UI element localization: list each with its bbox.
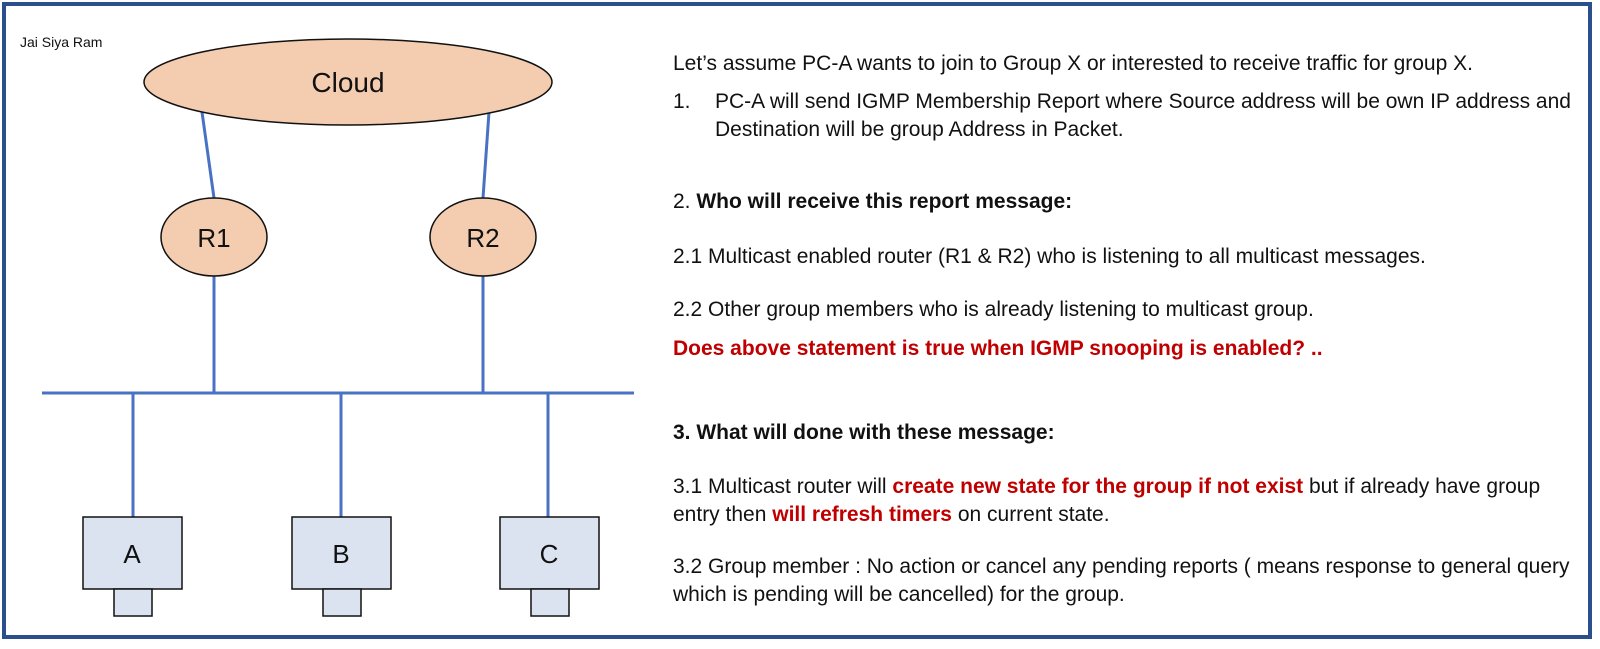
network-links bbox=[42, 111, 634, 517]
item-3-heading: 3. What will done with these message: bbox=[673, 421, 1055, 444]
item-3-1-highlight-refresh: will refresh timers bbox=[772, 503, 952, 526]
item-3-2: 3.2 Group member : No action or cancel a… bbox=[673, 555, 1570, 606]
host-b-label: B bbox=[332, 539, 349, 569]
author-label: Jai Siya Ram bbox=[20, 34, 103, 50]
item-1: 1. PC-A will send IGMP Membership Report… bbox=[673, 88, 1573, 144]
item-3-1-part3: but if already have group entry then bbox=[673, 475, 1541, 526]
item-2-heading: 2. Who will receive this report message: bbox=[673, 188, 1573, 216]
router-r1-label: R1 bbox=[197, 223, 230, 253]
cloud-label: Cloud bbox=[311, 67, 384, 98]
router-r2-label: R2 bbox=[466, 223, 499, 253]
router-r1: R1 bbox=[160, 197, 268, 277]
item-2-number: 2. bbox=[673, 190, 691, 213]
cloud-node: Cloud bbox=[143, 38, 553, 126]
host-a: A bbox=[82, 516, 183, 617]
item-2-2: 2.2 Other group members who is already l… bbox=[673, 298, 1314, 321]
item-3-1-part5: on current state. bbox=[951, 503, 1110, 526]
host-a-label: A bbox=[123, 539, 141, 569]
host-c: C bbox=[499, 516, 600, 617]
router-r2: R2 bbox=[429, 197, 537, 277]
host-c-label: C bbox=[540, 539, 559, 569]
item-2-heading-text: Who will receive this report message: bbox=[696, 190, 1073, 213]
intro-text: Let’s assume PC-A wants to join to Group… bbox=[673, 52, 1473, 75]
snooping-question: Does above statement is true when IGMP s… bbox=[673, 337, 1323, 360]
item-2-1: 2.1 Multicast enabled router (R1 & R2) w… bbox=[673, 245, 1426, 268]
item-1-text: PC-A will send IGMP Membership Report wh… bbox=[715, 90, 1571, 141]
item-1-number: 1. bbox=[673, 90, 691, 113]
host-b: B bbox=[291, 516, 392, 617]
link-cloud-r2 bbox=[481, 111, 491, 199]
item-3-1: 3.1 Multicast router will create new sta… bbox=[673, 473, 1573, 529]
item-3-1-highlight-create: create new state for the group if not ex… bbox=[892, 475, 1304, 498]
link-cloud-r1 bbox=[200, 111, 216, 199]
item-3-1-part1: 3.1 Multicast router will bbox=[673, 475, 893, 498]
explanation-panel: Let’s assume PC-A wants to join to Group… bbox=[673, 50, 1573, 609]
